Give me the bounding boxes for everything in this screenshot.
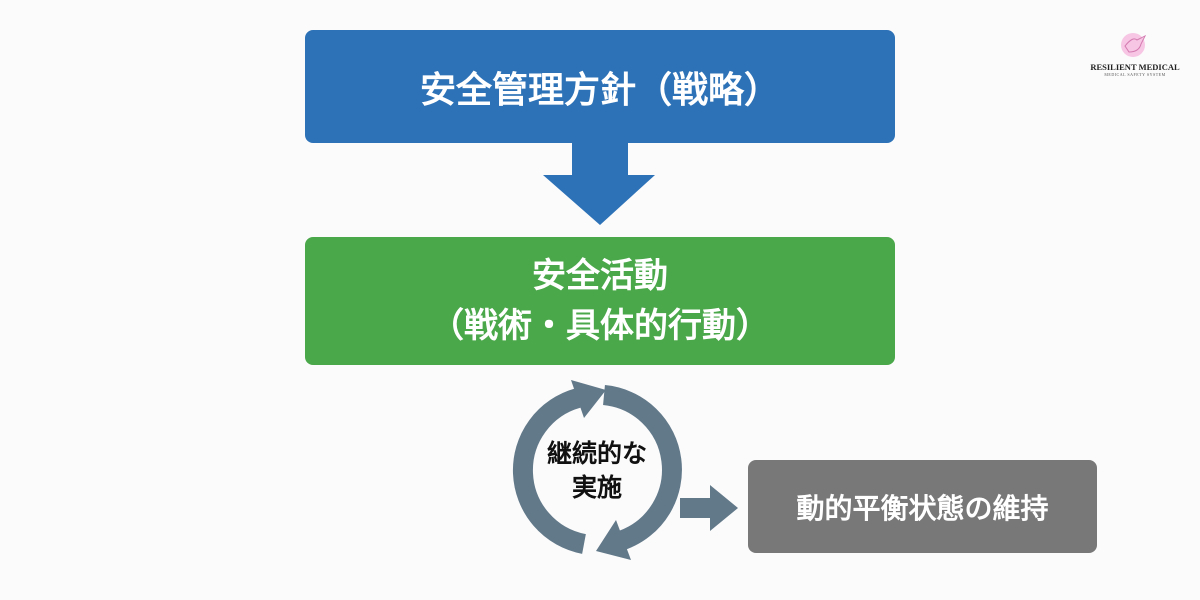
right-arrow-icon [680, 485, 738, 531]
cycle-arrowhead-top-icon [571, 380, 606, 418]
strategy-box: 安全管理方針（戦略） [305, 30, 895, 143]
cycle-arc-right [602, 385, 682, 550]
logo-subtitle: MEDICAL SAFETY SYSTEM [1104, 72, 1166, 77]
result-label: 動的平衡状態の維持 [796, 491, 1049, 525]
cycle-label: 継続的な 実施 [517, 437, 677, 505]
activity-subtitle: （戦術・具体的行動） [430, 306, 770, 346]
logo: RESILIENT MEDICAL MEDICAL SAFETY SYSTEM [1085, 30, 1185, 77]
activity-box: 安全活動 （戦術・具体的行動） [305, 237, 895, 365]
dove-icon [1121, 33, 1147, 57]
activity-title: 安全活動 [532, 256, 668, 296]
cycle-arrowhead-bottom-icon [596, 520, 631, 560]
down-arrow-icon [543, 143, 655, 225]
cycle-label-line2: 実施 [571, 473, 622, 502]
cycle-label-line1: 継続的な [546, 439, 647, 468]
logo-name: RESILIENT MEDICAL [1090, 62, 1180, 72]
strategy-label: 安全管理方針（戦略） [419, 69, 780, 111]
result-box: 動的平衡状態の維持 [748, 460, 1097, 553]
cycle-arc-left [512, 388, 587, 554]
